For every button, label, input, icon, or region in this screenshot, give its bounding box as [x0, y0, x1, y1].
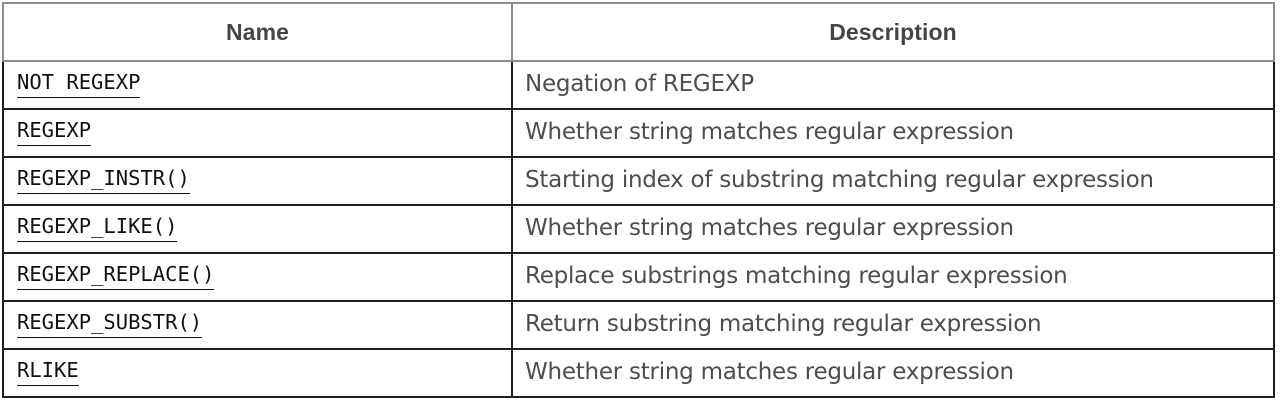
function-name-cell: REGEXP	[2, 108, 513, 158]
function-link-rlike[interactable]: RLIKE	[17, 360, 79, 386]
table-body: NOT REGEXP Negation of REGEXP REGEXP Whe…	[2, 60, 1275, 398]
function-description-cell: Whether string matches regular expressio…	[511, 204, 1275, 254]
function-description-text: Negation of REGEXP	[525, 71, 754, 98]
function-description-text: Whether string matches regular expressio…	[525, 119, 1014, 146]
function-link-regexp-replace[interactable]: REGEXP_REPLACE()	[17, 264, 215, 290]
table-row: REGEXP Whether string matches regular ex…	[2, 108, 1275, 158]
function-link-regexp-instr[interactable]: REGEXP_INSTR()	[17, 168, 190, 194]
table-row: RLIKE Whether string matches regular exp…	[2, 348, 1275, 398]
function-description-cell: Return substring matching regular expres…	[511, 300, 1275, 350]
function-description-cell: Negation of REGEXP	[511, 60, 1275, 110]
function-name-cell: REGEXP_SUBSTR()	[2, 300, 513, 350]
function-link-not-regexp[interactable]: NOT REGEXP	[17, 72, 141, 98]
function-name-cell: REGEXP_LIKE()	[2, 204, 513, 254]
function-link-regexp[interactable]: REGEXP	[17, 120, 92, 146]
table-row: REGEXP_LIKE() Whether string matches reg…	[2, 204, 1275, 254]
header-row: Name Description	[2, 2, 1275, 62]
function-description-text: Starting index of substring matching reg…	[525, 167, 1154, 194]
function-description-cell: Whether string matches regular expressio…	[511, 348, 1275, 398]
column-header-name: Name	[2, 2, 513, 62]
function-name-cell: REGEXP_INSTR()	[2, 156, 513, 206]
function-name-cell: NOT REGEXP	[2, 60, 513, 110]
function-name-cell: RLIKE	[2, 348, 513, 398]
table-row: REGEXP_REPLACE() Replace substrings matc…	[2, 252, 1275, 302]
function-link-regexp-substr[interactable]: REGEXP_SUBSTR()	[17, 312, 203, 338]
table-header: Name Description	[2, 2, 1275, 62]
function-description-text: Whether string matches regular expressio…	[525, 215, 1014, 242]
function-description-cell: Replace substrings matching regular expr…	[511, 252, 1275, 302]
function-description-text: Return substring matching regular expres…	[525, 311, 1042, 338]
function-description-cell: Starting index of substring matching reg…	[511, 156, 1275, 206]
column-header-description: Description	[511, 2, 1275, 62]
function-description-text: Replace substrings matching regular expr…	[525, 263, 1068, 290]
regexp-functions-table: Name Description NOT REGEXP Negation of …	[2, 2, 1275, 398]
function-name-cell: REGEXP_REPLACE()	[2, 252, 513, 302]
table-row: NOT REGEXP Negation of REGEXP	[2, 60, 1275, 110]
function-description-cell: Whether string matches regular expressio…	[511, 108, 1275, 158]
table-row: REGEXP_INSTR() Starting index of substri…	[2, 156, 1275, 206]
function-link-regexp-like[interactable]: REGEXP_LIKE()	[17, 216, 178, 242]
table-row: REGEXP_SUBSTR() Return substring matchin…	[2, 300, 1275, 350]
function-description-text: Whether string matches regular expressio…	[525, 359, 1014, 386]
